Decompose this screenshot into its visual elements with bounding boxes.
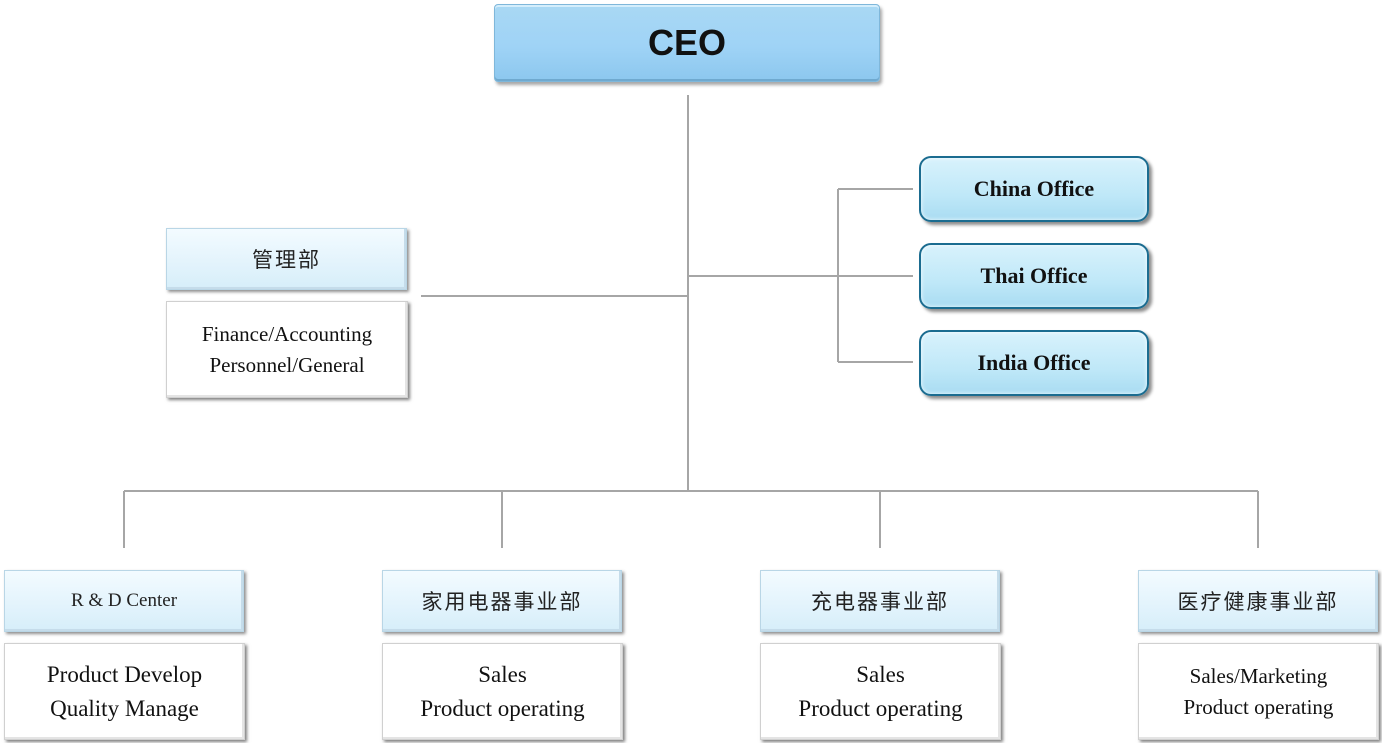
division-2-line-2: Product operating — [420, 695, 585, 721]
china-office-box: China Office — [919, 156, 1149, 222]
division-4-line-1: Sales/Marketing — [1189, 664, 1328, 689]
division-1-line-1: Product Develop — [46, 662, 203, 688]
division-3-line-2: Product operating — [798, 695, 963, 721]
division-4-line-2: Product operating — [1183, 694, 1334, 719]
division-4-header: 医疗健康事业部 — [1138, 570, 1378, 632]
division-3-title: 充电器事业部 — [811, 590, 949, 614]
india-office-label: India Office — [977, 350, 1091, 375]
division-1-title: R & D Center — [70, 590, 178, 611]
division-4-title: 医疗健康事业部 — [1177, 590, 1339, 614]
division-2-header: 家用电器事业部 — [382, 570, 622, 632]
division-4-body: Sales/Marketing Product operating — [1138, 643, 1379, 740]
division-1-header: R & D Center — [4, 570, 244, 632]
division-3-line-1: Sales — [856, 662, 905, 688]
division-2-line-1: Sales — [478, 662, 527, 688]
ceo-label: CEO — [647, 22, 726, 63]
thai-office-box: Thai Office — [919, 243, 1149, 309]
division-2-title: 家用电器事业部 — [421, 590, 583, 614]
ceo-box: CEO — [494, 4, 880, 82]
division-1-body: Product Develop Quality Manage — [4, 643, 245, 740]
division-3-body: Sales Product operating — [760, 643, 1001, 740]
division-1-line-2: Quality Manage — [50, 695, 199, 721]
china-office-label: China Office — [973, 176, 1095, 201]
management-line-1: Finance/Accounting — [201, 322, 373, 347]
division-2-body: Sales Product operating — [382, 643, 623, 740]
management-body: Finance/Accounting Personnel/General — [166, 301, 408, 398]
division-3-header: 充电器事业部 — [760, 570, 1000, 632]
management-title: 管理部 — [252, 248, 321, 272]
thai-office-label: Thai Office — [980, 263, 1088, 288]
management-header: 管理部 — [166, 228, 407, 290]
management-line-2: Personnel/General — [209, 352, 365, 377]
india-office-box: India Office — [919, 330, 1149, 396]
